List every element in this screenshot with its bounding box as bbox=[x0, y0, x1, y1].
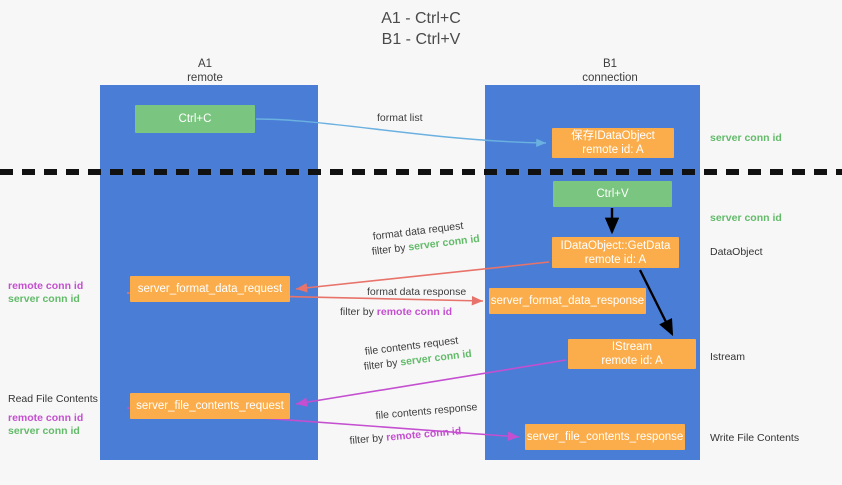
label-format-data-response-filter: filter by remote conn id bbox=[340, 305, 452, 319]
node-server-format-data-response[interactable]: server_format_data_response bbox=[489, 288, 646, 314]
filter-prefix: filter by bbox=[349, 431, 387, 447]
label-format-data-response: format data response bbox=[367, 286, 467, 298]
filter-value-remote-conn-id: remote conn id bbox=[376, 306, 453, 318]
page-title: A1 - Ctrl+C B1 - Ctrl+V bbox=[381, 10, 461, 48]
annotation-remote-conn-id-2: remote conn id bbox=[8, 412, 84, 424]
node-idataobject[interactable]: 保存IDataObject remote id: A bbox=[552, 128, 674, 158]
annotation-read-file-contents: Read File Contents bbox=[8, 393, 98, 405]
annotation-server-conn-id-1: server conn id bbox=[8, 293, 80, 305]
node-server-format-data-request[interactable]: server_format_data_request bbox=[130, 276, 290, 302]
filter-value-remote-conn-id: remote conn id bbox=[385, 425, 462, 444]
filter-prefix: filter by bbox=[371, 241, 410, 258]
node-server-file-contents-request[interactable]: server_file_contents_request bbox=[130, 393, 290, 419]
annotation-istream: Istream bbox=[710, 351, 746, 363]
annotation-server-conn-id-2: server conn id bbox=[8, 425, 80, 437]
column-header-a1: A1 remote bbox=[187, 58, 223, 84]
column-header-b1: B1 connection bbox=[582, 58, 638, 84]
node-ctrl-c[interactable]: Ctrl+C bbox=[135, 105, 255, 133]
annotation-write-file-contents: Write File Contents bbox=[710, 432, 800, 444]
node-server-file-contents-response[interactable]: server_file_contents_response bbox=[525, 424, 685, 450]
node-getdata[interactable]: IDataObject::GetData remote id: A bbox=[552, 237, 679, 268]
label-file-contents-response: file contents response bbox=[375, 401, 478, 422]
annotation-dataobject: DataObject bbox=[710, 246, 763, 258]
label-format-list: format list bbox=[377, 112, 423, 124]
annotation-server-conn-id-mid: server conn id bbox=[710, 212, 782, 224]
annotation-remote-conn-id-1: remote conn id bbox=[8, 280, 84, 292]
label-file-contents-response-filter: filter by remote conn id bbox=[349, 424, 462, 448]
filter-prefix: filter by bbox=[340, 306, 377, 318]
node-istream[interactable]: IStream remote id: A bbox=[568, 339, 696, 369]
node-ctrl-v[interactable]: Ctrl+V bbox=[553, 181, 672, 207]
annotation-server-conn-id-top: server conn id bbox=[710, 132, 782, 144]
filter-prefix: filter by bbox=[363, 356, 402, 373]
